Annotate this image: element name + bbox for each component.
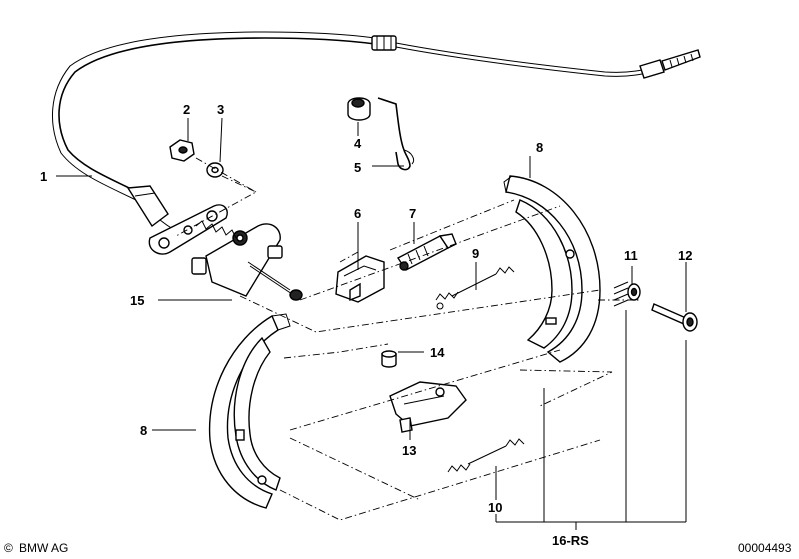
callout-7: 7 (409, 206, 416, 221)
small-pin (381, 350, 397, 368)
callout-11: 11 (624, 248, 638, 263)
callout-13: 13 (402, 443, 416, 458)
callout-3: 3 (217, 102, 224, 117)
handbrake-cable (52, 31, 701, 237)
callout-1: 1 (40, 169, 47, 184)
callout-10: 10 (488, 500, 502, 515)
wire-clip (377, 97, 415, 171)
grommet (347, 97, 371, 121)
hex-nut (169, 139, 195, 162)
callout-9: 9 (472, 246, 479, 261)
callout-15: 15 (130, 293, 144, 308)
bracket (335, 255, 385, 303)
callout-8-lower: 8 (140, 423, 147, 438)
callout-5: 5 (354, 160, 361, 175)
callout-14: 14 (430, 345, 445, 360)
document-number: 00004493 (738, 541, 792, 555)
cable-mounting-flange (148, 204, 228, 255)
callout-8-upper: 8 (536, 140, 543, 155)
copyright-symbol: © (4, 541, 13, 555)
expander-lever (389, 381, 467, 433)
adjuster-pushrod (396, 233, 457, 271)
retaining-spring (613, 281, 641, 307)
callout-12: 12 (678, 248, 692, 263)
brand-label: BMW AG (19, 541, 68, 555)
callout-labels: 1 2 3 4 5 6 7 8 9 11 12 15 14 8 13 10 16… (40, 102, 692, 548)
return-spring-upper (435, 266, 515, 310)
callout-16-rs: 16-RS (552, 533, 589, 548)
callout-2: 2 (183, 102, 190, 117)
callout-4: 4 (354, 136, 362, 151)
footer: © BMW AG 00004493 (4, 541, 792, 555)
brake-shoe-right (503, 175, 601, 363)
leader-lines (56, 117, 687, 530)
return-spring-lower (447, 438, 525, 473)
brake-shoe-left (208, 313, 291, 509)
expander-lever-assembly (191, 220, 303, 301)
callout-6: 6 (354, 206, 361, 221)
assembly-guide-lines (175, 157, 640, 521)
hold-down-pin (651, 303, 698, 332)
